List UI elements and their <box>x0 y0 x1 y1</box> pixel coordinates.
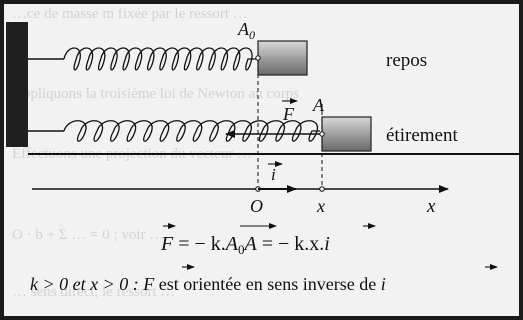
label-i-vector: i <box>271 165 276 184</box>
formula-line: F = − k.A0A = − k.x.i <box>160 223 376 257</box>
spring-diagram: …ce de masse m fixée par le ressort … Ap… <box>6 6 519 300</box>
label-a0: A0 <box>237 19 255 42</box>
spring-rest <box>63 47 256 71</box>
label-etirement: étirement <box>386 125 458 146</box>
svg-text:… sens direct, le ressort …: … sens direct, le ressort … <box>12 284 175 300</box>
block-stretched <box>321 116 372 152</box>
point-a <box>319 131 325 137</box>
wall <box>6 22 28 147</box>
block-rest <box>257 40 308 76</box>
label-repos: repos <box>386 50 427 71</box>
point-a0 <box>255 55 261 61</box>
x-point <box>319 186 325 192</box>
svg-text:…ce de masse m fixée par le re: …ce de masse m fixée par le ressort … <box>12 6 248 22</box>
svg-text:O · b + Σ … = 0 ; voir …: O · b + Σ … = 0 ; voir … <box>12 227 164 243</box>
background-scan-texture: …ce de masse m fixée par le ressort … Ap… <box>12 6 299 300</box>
formula-text: F = − k.A0A = − k.x.i <box>160 233 330 257</box>
label-a: A <box>312 95 325 115</box>
svg-text:Appliquons la troisième loi de: Appliquons la troisième loi de Newton au… <box>12 86 299 102</box>
label-origin: O <box>250 196 263 216</box>
spring-stretched <box>63 120 320 142</box>
sentence-text: k > 0 et x > 0 : F est orientée en sens … <box>30 274 386 294</box>
label-x-axis: x <box>426 196 436 217</box>
condition-sentence: k > 0 et x > 0 : F est orientée en sens … <box>30 264 498 294</box>
label-f-vector: F <box>282 104 295 124</box>
label-x-position: x <box>316 196 325 216</box>
